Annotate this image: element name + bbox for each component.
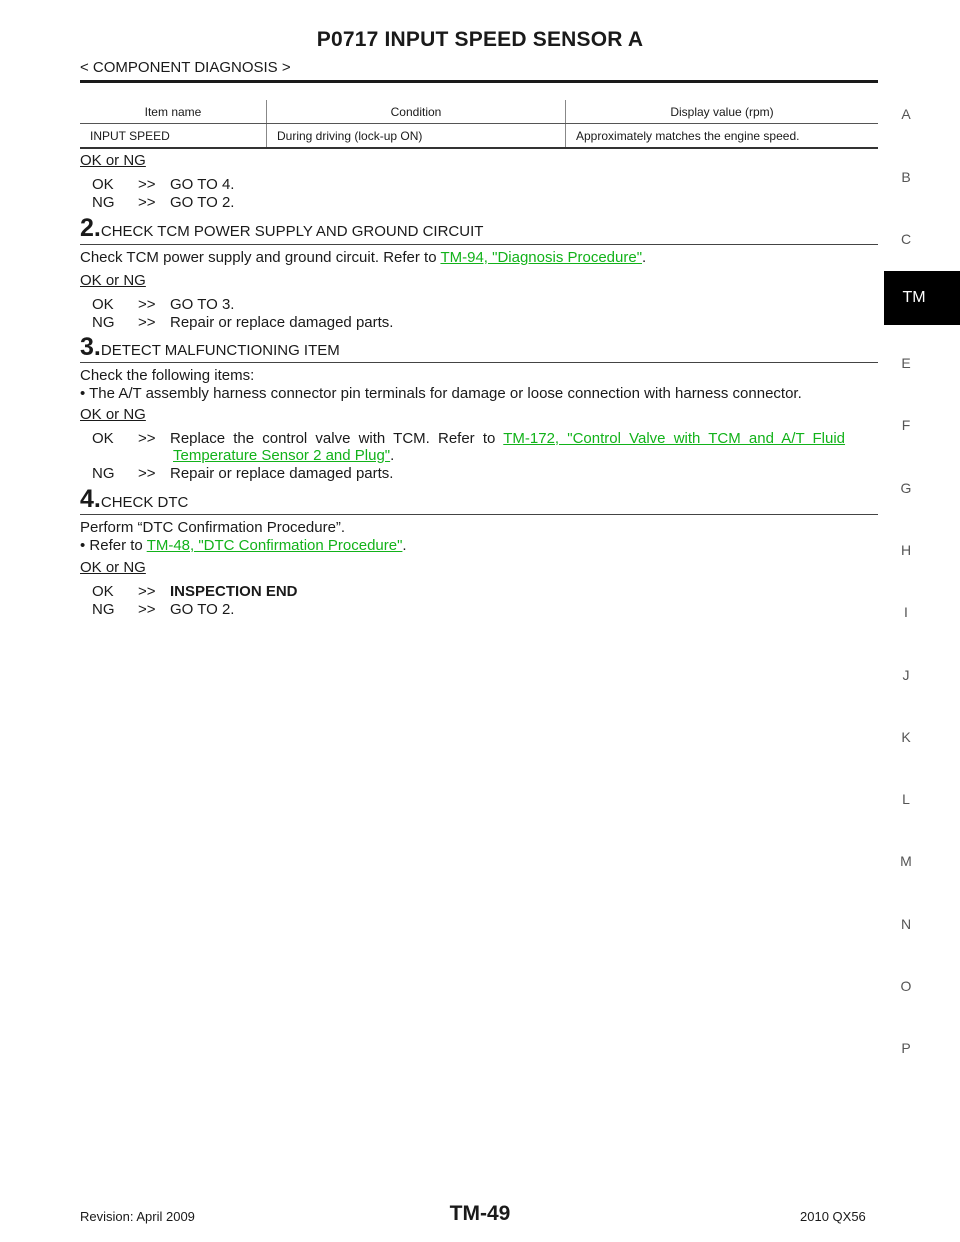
step-2-heading: 2.CHECK TCM POWER SUPPLY AND GROUND CIRC… <box>80 216 484 241</box>
table-cell: INPUT SPEED <box>80 123 267 149</box>
step-3-heading: 3.DETECT MALFUNCTIONING ITEM <box>80 335 340 360</box>
step-number: 2. <box>80 214 101 242</box>
result-arrow: >> <box>138 430 156 447</box>
result-text: INSPECTION END <box>170 583 298 600</box>
step-3-bullet: • The A/T assembly harness connector pin… <box>80 385 802 402</box>
result-text: GO TO 2. <box>170 194 235 211</box>
table-cell: Approximately matches the engine speed. <box>565 123 878 149</box>
control-valve-link[interactable]: TM-172, "Control Valve with TCM and A/T … <box>503 430 846 447</box>
step-2-body: Check TCM power supply and ground circui… <box>80 249 646 267</box>
result-ok-line: OK >> Replace the control valve with TCM. … <box>92 430 878 448</box>
step-title: DETECT MALFUNCTIONING ITEM <box>100 342 340 359</box>
step-title: CHECK DTC <box>100 494 189 511</box>
ok-or-ng-label: OK or NG <box>80 559 146 576</box>
table-cell: During driving (lock-up ON) <box>266 123 566 149</box>
bullet-text: . <box>402 537 407 554</box>
table-header-cell: Item name <box>80 100 267 124</box>
result-text: Repair or replace damaged parts. <box>170 465 394 482</box>
result-key: NG <box>92 314 115 331</box>
side-index-m[interactable]: M <box>900 853 912 869</box>
result-text: GO TO 2. <box>170 601 235 618</box>
result-ok-line-cont: Temperature Sensor 2 and Plug". <box>173 447 394 465</box>
side-index-k[interactable]: K <box>901 729 911 745</box>
result-key: OK <box>92 296 114 313</box>
control-valve-link-cont[interactable]: Temperature Sensor 2 and Plug" <box>173 447 391 464</box>
result-arrow: >> <box>138 176 156 193</box>
step-3-body: Check the following items: <box>80 367 255 384</box>
page-title: P0717 INPUT SPEED SENSOR A <box>316 28 644 51</box>
result-ng-line: NG >> Repair or replace damaged parts. <box>92 465 393 483</box>
monitor-table: Item name Condition Display value (rpm) … <box>80 100 878 149</box>
side-index-i[interactable]: I <box>904 604 908 620</box>
step-number: 3. <box>80 333 101 361</box>
footer-revision: Revision: April 2009 <box>80 1209 195 1224</box>
side-index-p[interactable]: P <box>901 1040 911 1056</box>
result-key: NG <box>92 601 115 618</box>
table-row: INPUT SPEED During driving (lock-up ON) … <box>80 123 878 149</box>
table-header-cell: Display value (rpm) <box>565 100 878 124</box>
side-index-h[interactable]: H <box>900 542 912 558</box>
result-ok-line: OK >> GO TO 3. <box>92 296 234 314</box>
footer-page-number: TM-49 <box>449 1202 511 1225</box>
step-4-bullet: • Refer to TM-48, "DTC Confirmation Proc… <box>80 537 407 555</box>
step-4-body: Perform “DTC Confirmation Procedure”. <box>80 519 346 536</box>
step-number: 4. <box>80 485 101 513</box>
result-text: GO TO 4. <box>170 176 235 193</box>
side-index-e[interactable]: E <box>901 355 911 371</box>
result-text: Repair or replace damaged parts. <box>170 314 394 331</box>
step-rule <box>80 514 878 515</box>
result-arrow: >> <box>138 601 156 618</box>
diagnosis-procedure-link[interactable]: TM-94, "Diagnosis Procedure" <box>440 249 643 266</box>
result-key: OK <box>92 176 114 193</box>
result-text: . <box>390 447 395 464</box>
section-breadcrumb: < COMPONENT DIAGNOSIS > <box>80 59 291 76</box>
step-rule <box>80 244 878 245</box>
result-ng-line: NG >> GO TO 2. <box>92 194 234 212</box>
ok-or-ng-label: OK or NG <box>80 152 146 169</box>
result-ok-line: OK >> INSPECTION END <box>92 583 298 601</box>
side-index-c[interactable]: C <box>900 231 912 247</box>
table-header-cell: Condition <box>266 100 566 124</box>
side-index-j[interactable]: J <box>902 667 910 683</box>
side-index-l[interactable]: L <box>902 791 910 807</box>
footer-model: 2010 QX56 <box>800 1209 866 1224</box>
result-key: NG <box>92 194 115 211</box>
step-rule <box>80 362 878 363</box>
step-4-heading: 4.CHECK DTC <box>80 487 189 512</box>
result-ng-line: NG >> Repair or replace damaged parts. <box>92 314 393 332</box>
result-ok-line: OK >> GO TO 4. <box>92 176 234 194</box>
result-arrow: >> <box>138 583 156 600</box>
side-index-g[interactable]: G <box>900 480 912 496</box>
result-key: NG <box>92 465 115 482</box>
step-title: CHECK TCM POWER SUPPLY AND GROUND CIRCUI… <box>100 223 484 240</box>
ok-or-ng-label: OK or NG <box>80 406 146 423</box>
side-index-f[interactable]: F <box>901 417 911 433</box>
side-index-b[interactable]: B <box>901 169 911 185</box>
result-text: Replace the control valve with TCM. Refe… <box>170 430 504 447</box>
result-arrow: >> <box>138 314 156 331</box>
table-header-row: Item name Condition Display value (rpm) <box>80 100 878 124</box>
result-arrow: >> <box>138 296 156 313</box>
side-index-tm-active[interactable]: TM <box>884 271 960 325</box>
side-index-a[interactable]: A <box>901 106 911 122</box>
body-text: Check TCM power supply and ground circui… <box>80 249 441 266</box>
result-ng-line: NG >> GO TO 2. <box>92 601 234 619</box>
dtc-confirmation-link[interactable]: TM-48, "DTC Confirmation Procedure" <box>146 537 403 554</box>
result-key: OK <box>92 430 114 447</box>
ok-or-ng-label: OK or NG <box>80 272 146 289</box>
side-index-o[interactable]: O <box>900 978 912 994</box>
result-arrow: >> <box>138 465 156 482</box>
result-key: OK <box>92 583 114 600</box>
side-index-n[interactable]: N <box>900 916 912 932</box>
result-text: GO TO 3. <box>170 296 235 313</box>
body-text: . <box>642 249 647 266</box>
bullet-text: • Refer to <box>80 537 147 554</box>
result-arrow: >> <box>138 194 156 211</box>
header-rule <box>80 80 878 83</box>
